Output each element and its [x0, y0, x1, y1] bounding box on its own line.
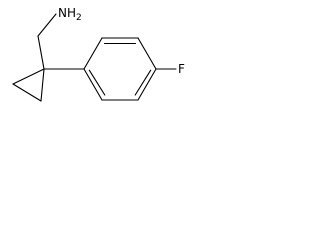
fluorophenyl-ring — [83, 37, 157, 101]
fluorine-label: F — [178, 62, 185, 76]
aryl-bond-6 — [83, 68, 103, 101]
ring-bond-2 — [12, 83, 42, 102]
amine-label: NH2 — [58, 6, 82, 23]
chemical-structure: NH2 F — [12, 6, 185, 102]
bond-ch2-nh2 — [37, 13, 57, 37]
aminomethyl-group: NH2 — [37, 6, 82, 70]
aryl-bond-4 — [137, 68, 157, 101]
amine-label-subscript: 2 — [76, 13, 82, 23]
aryl-bond-1 — [83, 37, 103, 70]
aryl-double-bond-inner-3 — [88, 69, 106, 96]
ring-bond-3 — [40, 68, 45, 102]
ring-bond-1 — [12, 68, 45, 85]
cyclopropane-ring — [12, 68, 45, 102]
bond-quaternary-c-ch2 — [37, 35, 45, 70]
amine-label-main: NH — [58, 6, 76, 20]
aryl-double-bond-inner-2 — [134, 69, 152, 96]
aryl-bond-3 — [137, 37, 157, 70]
